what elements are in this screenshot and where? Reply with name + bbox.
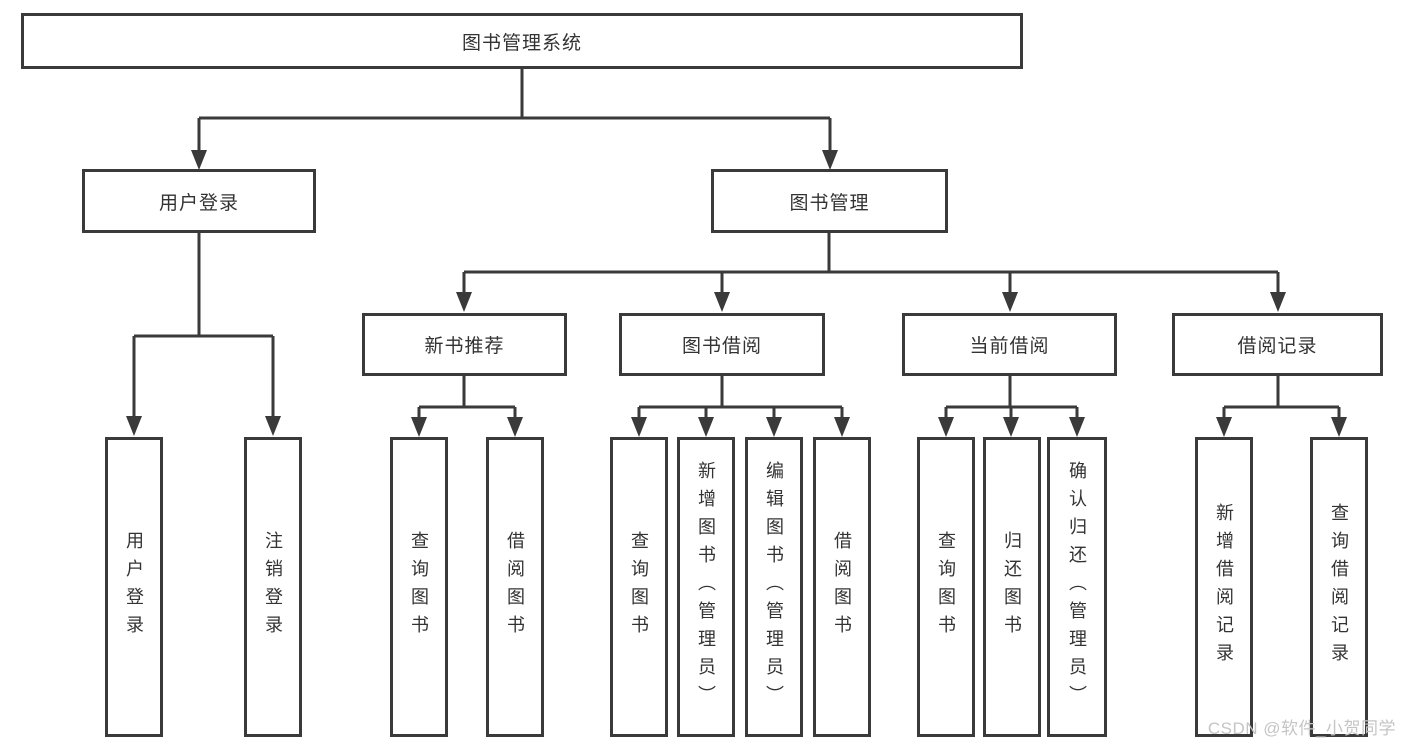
leaf-return-books: 归还图书 — [983, 437, 1041, 737]
watermark: CSDN @软件_小贺同学 — [1207, 719, 1396, 738]
node-new-book-recommend: 新书推荐 — [362, 313, 567, 376]
node-book-borrow: 图书借阅 — [619, 313, 825, 376]
node-system-root: 图书管理系统 — [21, 13, 1023, 69]
leaf-logout: 注销登录 — [244, 437, 302, 737]
leaf-user-login: 用户登录 — [105, 437, 163, 737]
leaf-query-borrow-record: 查询借阅记录 — [1310, 437, 1368, 737]
leaf-query-books-borrow: 查询图书 — [610, 437, 668, 737]
leaf-query-books-recommend: 查询图书 — [390, 437, 448, 737]
leaf-borrow-books-recommend: 借阅图书 — [486, 437, 544, 737]
node-borrow-records: 借阅记录 — [1172, 313, 1383, 376]
leaf-confirm-return-admin: 确认归还（管理员） — [1047, 437, 1107, 737]
leaf-add-books-admin: 新增图书（管理员） — [677, 437, 735, 737]
node-user-login: 用户登录 — [82, 169, 316, 233]
node-current-borrow: 当前借阅 — [902, 313, 1117, 376]
leaf-query-books-current: 查询图书 — [917, 437, 975, 737]
node-book-management: 图书管理 — [711, 169, 948, 233]
leaf-add-borrow-record: 新增借阅记录 — [1195, 437, 1253, 737]
leaf-edit-books-admin: 编辑图书（管理员） — [745, 437, 803, 737]
leaf-borrow-books: 借阅图书 — [813, 437, 871, 737]
